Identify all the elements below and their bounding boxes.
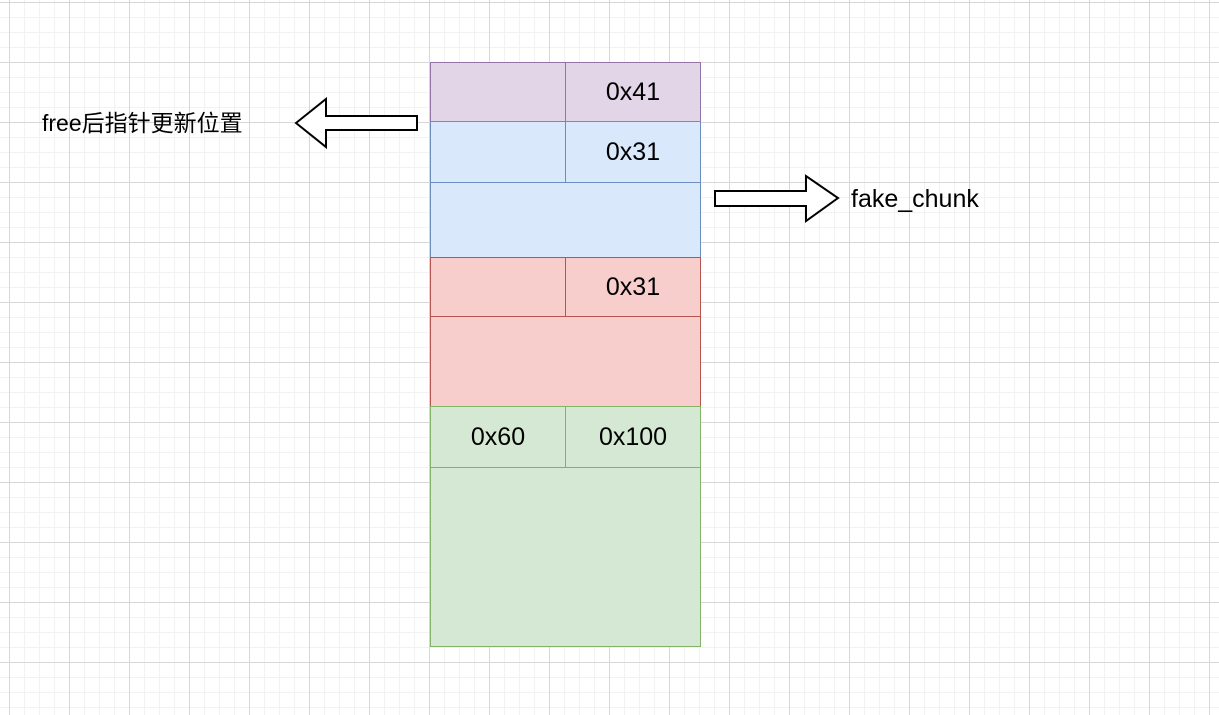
left-block-arrow-icon — [294, 96, 418, 150]
chunk-green-body-row — [430, 467, 701, 647]
fake-chunk-label: fake_chunk — [851, 185, 979, 213]
chunk-purple-prev-size-cell — [431, 63, 566, 121]
right-block-arrow-icon — [714, 174, 840, 223]
chunk-red-prev-size-cell — [431, 258, 566, 316]
memory-chunk-column: 0x41 0x31 0x31 0x60 0x100 — [430, 62, 701, 647]
chunk-red-body-cell — [431, 317, 700, 406]
chunk-blue-prev-size-cell — [431, 122, 566, 182]
chunk-green-body-cell — [431, 468, 700, 646]
chunk-purple-header-row: 0x41 — [430, 62, 701, 122]
chunk-red-size-cell: 0x31 — [605, 272, 661, 301]
chunk-green-prev-size-cell: 0x60 — [431, 407, 566, 467]
chunk-red-body-row — [430, 316, 701, 407]
chunk-blue-body-cell — [431, 183, 700, 257]
chunk-green-header-row: 0x60 0x100 — [430, 406, 701, 468]
chunk-blue-size-cell: 0x31 — [605, 137, 661, 166]
chunk-purple-size-cell: 0x41 — [605, 77, 661, 106]
chunk-blue-header-row: 0x31 — [430, 121, 701, 183]
chunk-red-header-row: 0x31 — [430, 257, 701, 317]
chunk-green-size-cell: 0x100 — [598, 422, 668, 451]
free-pointer-update-label: free后指针更新位置 — [42, 110, 243, 136]
chunk-blue-body-row — [430, 182, 701, 258]
